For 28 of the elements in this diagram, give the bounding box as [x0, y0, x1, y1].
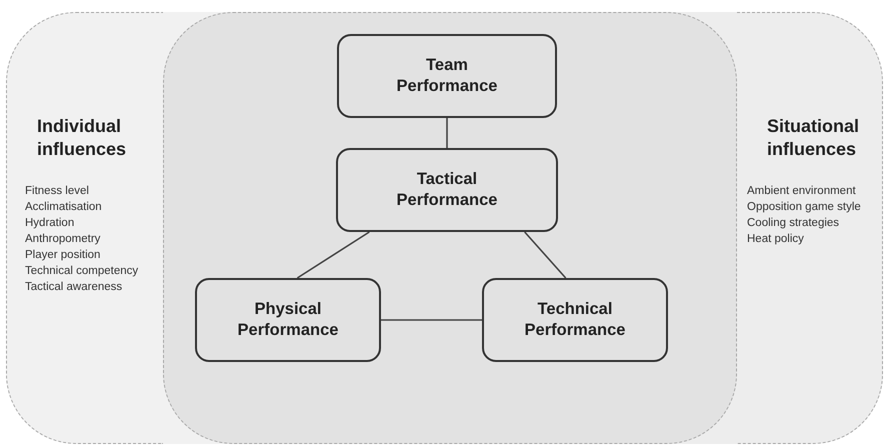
- list-item: Player position: [25, 248, 102, 263]
- box-label: Technical Performance: [524, 299, 626, 341]
- list-item: Hydration: [25, 216, 76, 231]
- list-item: Tactical awareness: [25, 280, 124, 295]
- connector-line: [524, 231, 566, 279]
- list-item: Anthropometry: [25, 232, 102, 247]
- list-item: Heat policy: [747, 232, 805, 247]
- connector-line: [381, 319, 482, 321]
- list-item: Opposition game style: [747, 200, 862, 215]
- panel-heading: Individual influences: [37, 115, 128, 161]
- connector-line: [446, 118, 448, 148]
- panel-heading: Situational influences: [767, 115, 860, 161]
- performance-box: [336, 148, 558, 232]
- central-panel: [163, 12, 737, 444]
- list-item: Technical competency: [25, 264, 140, 279]
- box-label: Physical Performance: [236, 299, 340, 341]
- influence-panel: [737, 12, 883, 444]
- box-label: Team Performance: [396, 55, 498, 97]
- list-item: Fitness level: [25, 184, 90, 199]
- influence-panel: [6, 12, 163, 444]
- list-item: Cooling strategies: [747, 216, 840, 231]
- connector-line: [296, 231, 370, 279]
- box-label: Tactical Performance: [396, 169, 498, 211]
- performance-box: [195, 278, 381, 362]
- list-item: Acclimatisation: [25, 200, 103, 215]
- performance-box: [337, 34, 557, 118]
- list-item: Ambient environment: [747, 184, 857, 199]
- performance-box: [482, 278, 668, 362]
